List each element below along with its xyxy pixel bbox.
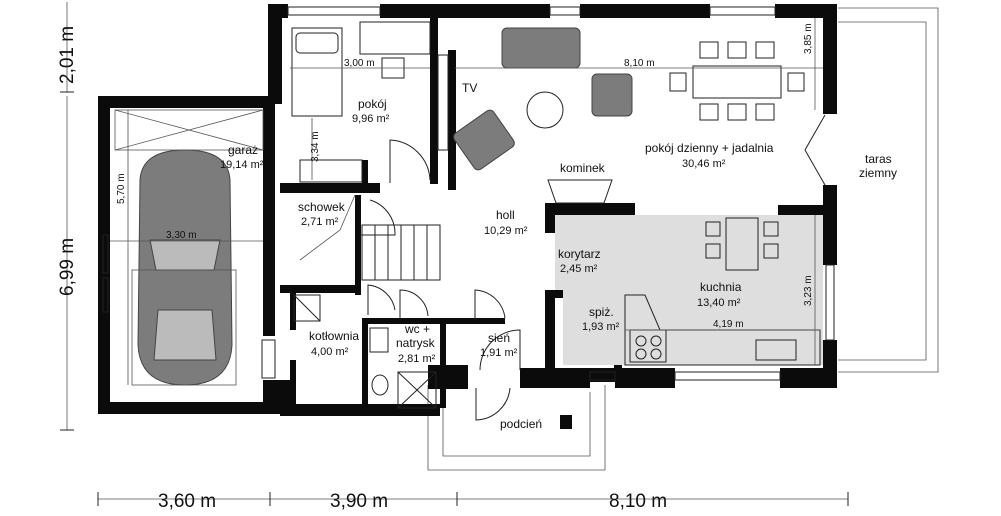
car — [137, 149, 233, 386]
label-podcien: podcień — [500, 417, 542, 431]
kitchen-table — [705, 217, 779, 271]
room-area-sien: 1,91 m² — [480, 347, 518, 359]
label-kominek: kominek — [560, 161, 606, 175]
dim-overall-top: 2,01 m — [57, 26, 78, 84]
dim-dzienny-height: 3,85 m — [803, 23, 814, 54]
room-area-spiz: 1,93 m² — [582, 321, 620, 333]
room-area-pokoj: 9,96 m² — [352, 113, 390, 125]
fireplace — [547, 179, 613, 204]
tv-unit — [437, 54, 449, 151]
label-taras-ziemny: ziemny — [859, 166, 897, 180]
dim-bottom-3: 8,10 m — [609, 491, 667, 512]
room-area-holl: 10,29 m² — [484, 225, 528, 237]
room-label-holl: holl — [496, 208, 515, 222]
room-area-korytarz: 2,45 m² — [560, 263, 598, 275]
room-label-pokoj: pokój — [358, 97, 387, 111]
room-label-garaz: garaż — [228, 143, 258, 157]
label-taras: taras — [865, 152, 892, 166]
room-label-pokoj-dzienny: pokój dzienny + jadalnia — [645, 141, 774, 155]
room-label-korytarz: korytarz — [558, 247, 601, 261]
dim-bottom-1: 3,60 m — [158, 491, 216, 512]
sofa — [453, 27, 633, 171]
windows — [102, 6, 835, 381]
stairs — [299, 194, 441, 281]
room-label-sien: sień — [488, 331, 510, 345]
room-label-spiz: spiż. — [589, 305, 614, 319]
dim-pokoj-width: 3,00 m — [344, 58, 375, 69]
bed — [291, 21, 431, 117]
dimension-lines — [60, 2, 849, 506]
room-area-kuchnia: 13,40 m² — [697, 297, 741, 309]
bathroom-fixtures — [369, 327, 437, 409]
dim-overall-left: 6,99 m — [57, 238, 78, 296]
boiler — [293, 294, 321, 322]
garage-space — [131, 269, 237, 386]
room-label-kotlownia: kotłownia — [309, 329, 359, 343]
label-tv: TV — [462, 81, 477, 95]
room-label-schowek: schowek — [298, 200, 346, 214]
garage-door-track — [114, 109, 264, 151]
walls — [98, 4, 837, 429]
terrace-outline — [838, 7, 939, 373]
dim-garaz-width: 3,30 m — [166, 230, 197, 241]
dim-bottom-2: 3,90 m — [330, 491, 388, 512]
dim-kuchnia-width: 4,19 m — [713, 319, 744, 330]
dim-kuchnia-height: 3,23 m — [803, 275, 814, 306]
room-area-garaz: 19,14 m² — [220, 159, 264, 171]
coffee-table — [526, 91, 564, 129]
room-label-wc: wc + — [404, 322, 430, 336]
room-label-kuchnia: kuchnia — [700, 280, 742, 294]
dining-table — [669, 41, 805, 121]
room-area-pokoj-dzienny: 30,46 m² — [682, 158, 726, 170]
dim-garaz-height: 5,70 m — [116, 173, 127, 204]
room-area-wc: 2,81 m² — [398, 353, 436, 365]
dim-dzienny-width: 8,10 m — [624, 58, 655, 69]
porch-outline — [427, 385, 606, 471]
room-area-schowek: 2,71 m² — [301, 216, 339, 228]
room-label-wc-natrysk: natrysk — [396, 336, 436, 350]
korytarz-floor — [555, 215, 615, 290]
room-area-kotlownia: 4,00 m² — [311, 346, 349, 358]
dim-pokoj-height: 3,34 m — [310, 131, 321, 162]
